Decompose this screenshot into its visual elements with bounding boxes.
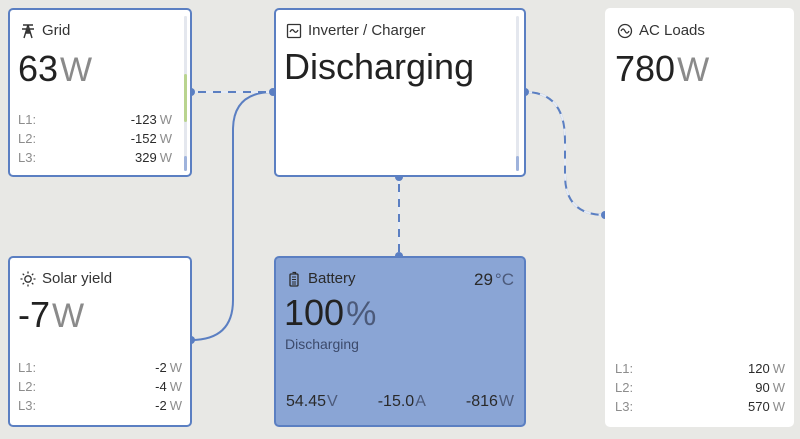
inverter-state: Discharging xyxy=(284,46,475,87)
grid-phase-bars xyxy=(184,16,187,171)
battery-voltage: 54.45V xyxy=(286,393,338,410)
wire-inverter-loads xyxy=(524,91,606,216)
ac-loads-header: AC Loads xyxy=(617,22,705,39)
grid-phase-bar-l3 xyxy=(184,156,187,171)
inverter-phase-bar-l3 xyxy=(516,156,519,171)
grid-power: 63W xyxy=(18,48,93,89)
sun-icon xyxy=(20,271,36,287)
battery-current: -15.0A xyxy=(377,393,426,410)
grid-phase-bar-l2 xyxy=(184,74,187,122)
battery-power: -816W xyxy=(465,393,514,410)
battery-readings: 54.45V -15.0A -816W xyxy=(286,393,514,411)
inverter-icon xyxy=(286,23,302,39)
ac-loads-power: 780W xyxy=(615,48,710,89)
sine-wave-icon xyxy=(617,23,633,39)
solar-title: Solar yield xyxy=(42,270,113,287)
battery-title: Battery xyxy=(308,270,356,287)
battery-state: Discharging xyxy=(285,336,359,352)
grid-title: Grid xyxy=(42,22,71,39)
battery-card[interactable]: Battery 29°C 100% Discharging 54.45V -15… xyxy=(274,256,526,427)
transmission-tower-icon xyxy=(20,23,36,39)
battery-icon xyxy=(286,271,302,287)
inverter-phase-bars xyxy=(516,16,519,171)
inverter-card[interactable]: Inverter / Charger Discharging xyxy=(274,8,526,177)
ac-loads-title: AC Loads xyxy=(639,22,705,39)
grid-header: Grid xyxy=(20,22,70,39)
inverter-title: Inverter / Charger xyxy=(308,22,426,39)
inverter-header: Inverter / Charger xyxy=(286,22,426,39)
solar-header: Solar yield xyxy=(20,270,112,287)
battery-soc: 100% xyxy=(284,292,377,333)
battery-header: Battery xyxy=(286,270,356,287)
solar-power: -7W xyxy=(18,294,85,335)
wire-solar-inverter xyxy=(190,91,274,341)
grid-phase-bar-l1 xyxy=(184,16,187,66)
battery-temperature: 29°C xyxy=(474,270,514,289)
